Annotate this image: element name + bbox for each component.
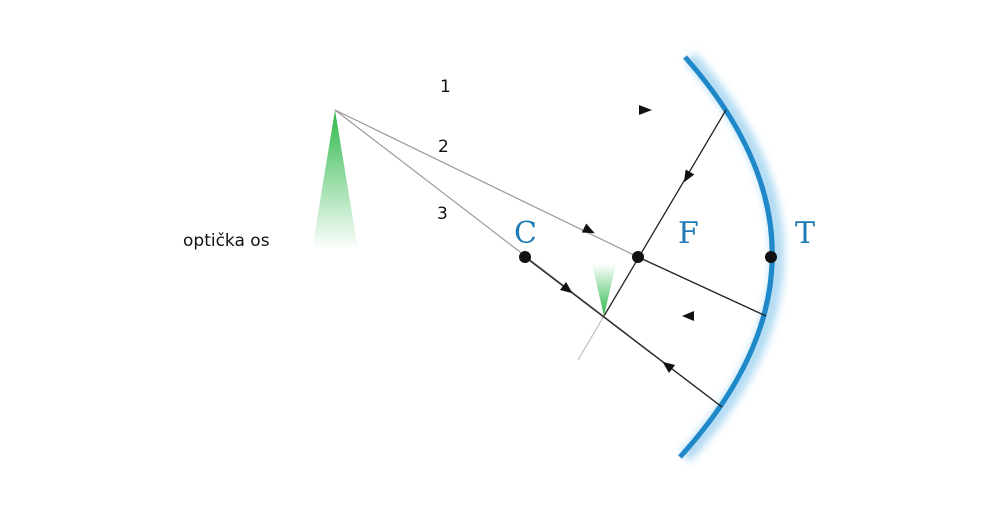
ray-1 bbox=[335, 105, 727, 361]
label-c: C bbox=[514, 216, 537, 251]
ray-3-reflected-arrow bbox=[662, 361, 676, 373]
ray-2-reflected-arrow bbox=[682, 311, 694, 321]
ray-3-incoming-arrow bbox=[559, 282, 573, 294]
ray-1-reflected-arrow bbox=[683, 169, 695, 183]
optical-axis-label: optička os bbox=[183, 231, 270, 251]
ray-3-label: 3 bbox=[437, 204, 448, 224]
vertex-point bbox=[765, 251, 777, 263]
label-t: T bbox=[795, 216, 815, 251]
object-arrow bbox=[312, 110, 358, 250]
image-arrow bbox=[592, 264, 616, 316]
ray-2-incoming-arrow bbox=[581, 223, 595, 234]
focal-point bbox=[632, 251, 644, 263]
ray-1-label: 1 bbox=[440, 77, 451, 97]
ray-2-label: 2 bbox=[438, 137, 449, 157]
center-of-curvature-point bbox=[519, 251, 531, 263]
label-f: F bbox=[678, 216, 699, 251]
ray-1-incoming-arrow bbox=[639, 105, 652, 115]
ray-2 bbox=[334, 109, 767, 321]
